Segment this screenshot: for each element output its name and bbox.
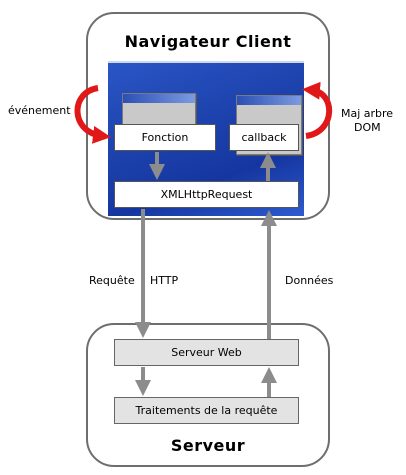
http-label: HTTP [150,274,179,287]
xmlhttprequest-box: XMLHttpRequest [114,181,299,208]
event-label: événement [8,104,71,117]
callback-box: callback [229,124,299,151]
dom-update-label-line2: DOM [354,121,381,134]
dom-update-arrow [302,81,333,139]
event-arrow [74,85,111,144]
client-browser-title: Navigateur Client [124,32,292,51]
request-label: Requête [89,274,135,287]
web-server-box: Serveur Web [114,339,299,366]
dom-update-label-line1: Maj arbre [341,107,394,120]
fonction-box: Fonction [114,124,216,151]
data-label: Données [285,274,334,287]
request-processing-box: Traitements de la requête [114,397,299,424]
server-title: Serveur [170,436,246,455]
